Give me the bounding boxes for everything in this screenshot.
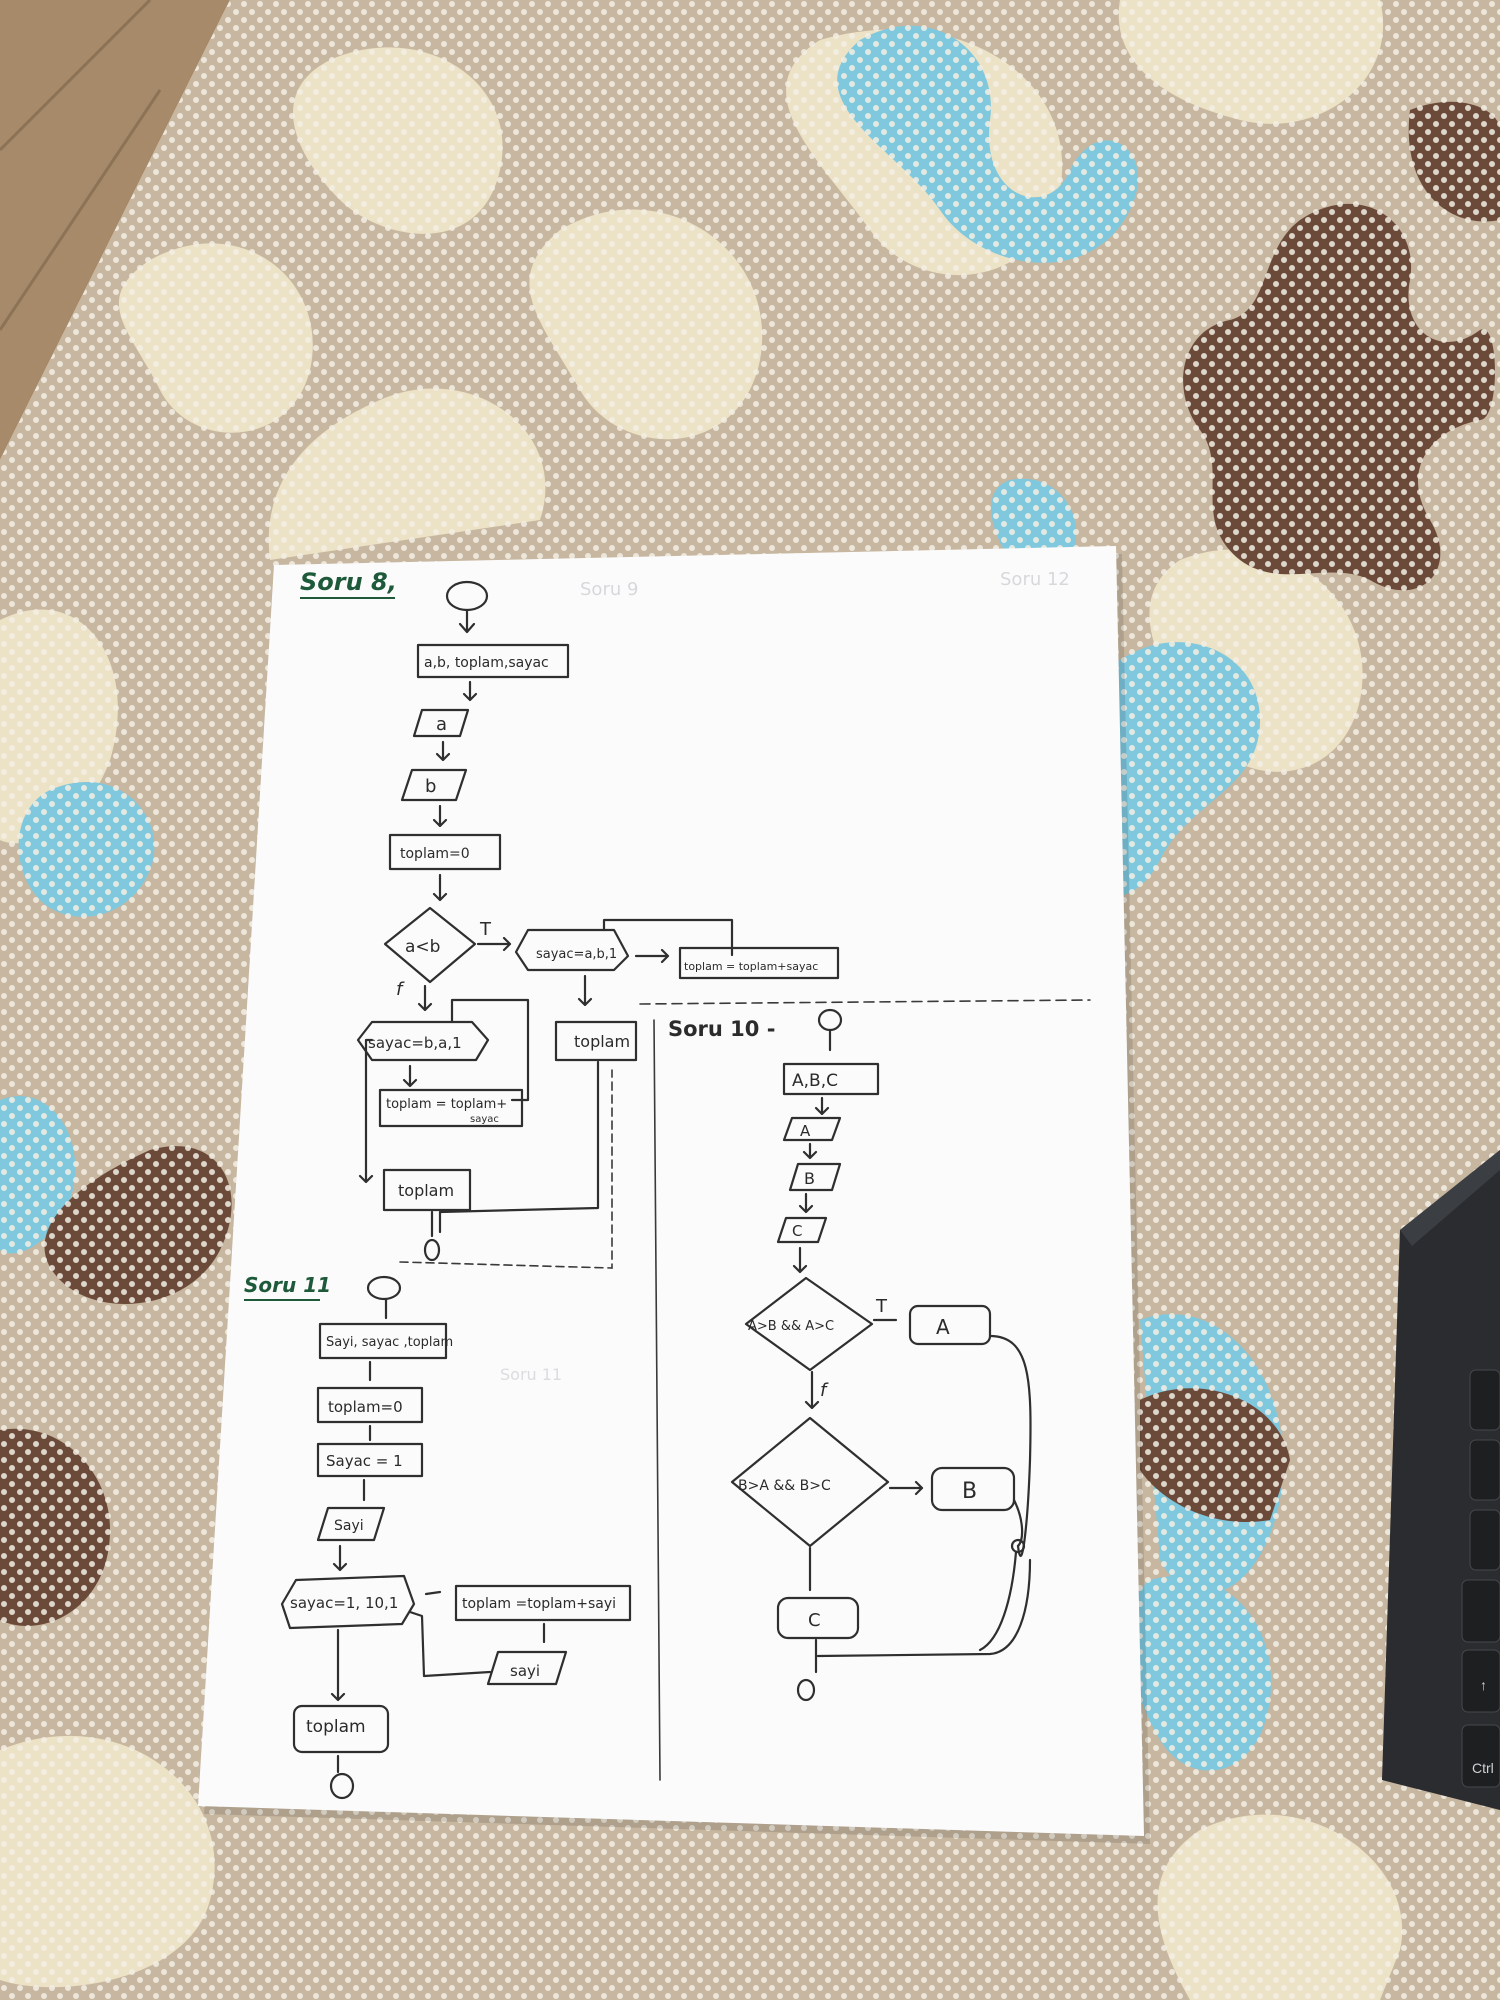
cond2-diamond <box>730 1416 890 1548</box>
init2-box-11 <box>316 1442 424 1478</box>
soru-10-input-c: C <box>792 1222 802 1240</box>
body-true-box <box>678 946 840 980</box>
soru-10-out-b: B <box>962 1479 977 1504</box>
soru-8-init: toplam=0 <box>400 846 470 862</box>
end-terminal <box>423 1238 441 1262</box>
paper-sheet: Soru 9 Soru 12 Soru 11 <box>198 546 1150 1844</box>
input-b-parallelogram <box>400 768 468 802</box>
flowchart-soru-8: Soru 8, a,b, toplam,sayac a b toplam=0 a… <box>300 568 1091 1269</box>
soru-11-loop: sayac=1, 10,1 <box>290 1594 398 1612</box>
soru-8-body-true: toplam = toplam+sayac <box>684 960 818 973</box>
soru-8-true-label: T <box>479 919 492 940</box>
soru-8-declare: a,b, toplam,sayac <box>424 655 549 671</box>
soru-10-declare: A,B,C <box>792 1071 838 1091</box>
cond1-diamond <box>744 1276 874 1372</box>
soru-8-output-false: toplam <box>398 1181 454 1200</box>
soru-8-title: Soru 8, <box>300 568 397 596</box>
soru-11-title: Soru 11 <box>244 1273 331 1297</box>
output-b-10 <box>930 1466 1016 1512</box>
soru-8-condition: a<b <box>405 937 440 957</box>
soru-11-init2: Sayac = 1 <box>326 1452 403 1470</box>
body-box-11 <box>454 1584 632 1622</box>
key-arrow-up: ↑ <box>1480 1677 1487 1693</box>
condition-diamond <box>383 906 477 984</box>
output-c-10 <box>776 1596 860 1640</box>
svg-text:Soru 9: Soru 9 <box>580 579 638 600</box>
soru-10-out-a: A <box>936 1315 950 1339</box>
flowchart-soru-10: Soru 10 - A,B,C A B C A>B && A>C T A f B… <box>653 1008 1032 1781</box>
soru-8-false-label: f <box>396 979 405 1000</box>
start-terminal-11 <box>366 1275 402 1301</box>
output-a-10 <box>908 1304 992 1346</box>
declare-box-10 <box>782 1062 880 1096</box>
input2-box-11 <box>486 1650 568 1686</box>
svg-text:Soru 12: Soru 12 <box>1000 569 1070 590</box>
soru-10-cond1-true: T <box>875 1296 888 1317</box>
soru-11-init1: toplam=0 <box>328 1398 403 1416</box>
soru-10-input-a: A <box>800 1122 811 1140</box>
input-b-10 <box>788 1162 842 1192</box>
init-box <box>388 833 502 871</box>
soru-8-body-false-2: sayac <box>470 1114 499 1125</box>
declare-box <box>416 643 570 679</box>
svg-text:Soru 11: Soru 11 <box>500 1365 562 1384</box>
soru-8-loop-true: sayac=a,b,1 <box>536 947 617 962</box>
output-box-11 <box>292 1704 390 1754</box>
soru-10-cond1: A>B && A>C <box>748 1319 834 1334</box>
soru-8-input-b: b <box>425 776 436 797</box>
output-false-document <box>382 1168 472 1212</box>
soru-8-output-true: toplam <box>574 1032 630 1051</box>
body-false-box <box>378 1088 524 1128</box>
soru-10-cond2: B>A && B>C <box>738 1478 831 1494</box>
loop-false-hexagon <box>356 1020 490 1062</box>
soru-10-out-c: C <box>808 1610 821 1631</box>
loop-hexagon-11 <box>280 1574 416 1630</box>
declare-box-11 <box>318 1322 448 1360</box>
soru-8-body-false-1: toplam = toplam+ <box>386 1097 507 1112</box>
end-terminal-10 <box>796 1678 816 1702</box>
soru-8-loop-false: sayac=b,a,1 <box>368 1034 462 1052</box>
end-terminal-11 <box>329 1772 355 1800</box>
output-true-document <box>554 1020 638 1062</box>
input-box-11 <box>316 1506 386 1542</box>
input-a-10 <box>782 1116 842 1142</box>
flowchart-soru-11: Soru 11 Sayi, sayac ,toplam toplam=0 Say… <box>244 1273 632 1800</box>
soru-10-title: Soru 10 - <box>668 1017 775 1041</box>
soru-11-output: toplam <box>306 1717 366 1737</box>
input-a-parallelogram <box>412 708 470 738</box>
laptop-corner: ↑ Ctrl <box>1382 1150 1500 1810</box>
input-c-10 <box>776 1216 828 1244</box>
soru-11-input: Sayi <box>334 1518 364 1534</box>
soru-11-body: toplam =toplam+sayi <box>462 1596 616 1612</box>
soru-10-input-b: B <box>804 1169 815 1188</box>
key-ctrl: Ctrl <box>1472 1760 1494 1776</box>
loop-true-hexagon <box>514 928 630 972</box>
soru-10-cond1-false: f <box>820 1380 829 1401</box>
soru-11-input2: sayi <box>510 1662 540 1680</box>
soru-8-input-a: a <box>436 714 447 735</box>
soru-11-declare: Sayi, sayac ,toplam <box>326 1335 453 1350</box>
init1-box-11 <box>316 1386 424 1424</box>
